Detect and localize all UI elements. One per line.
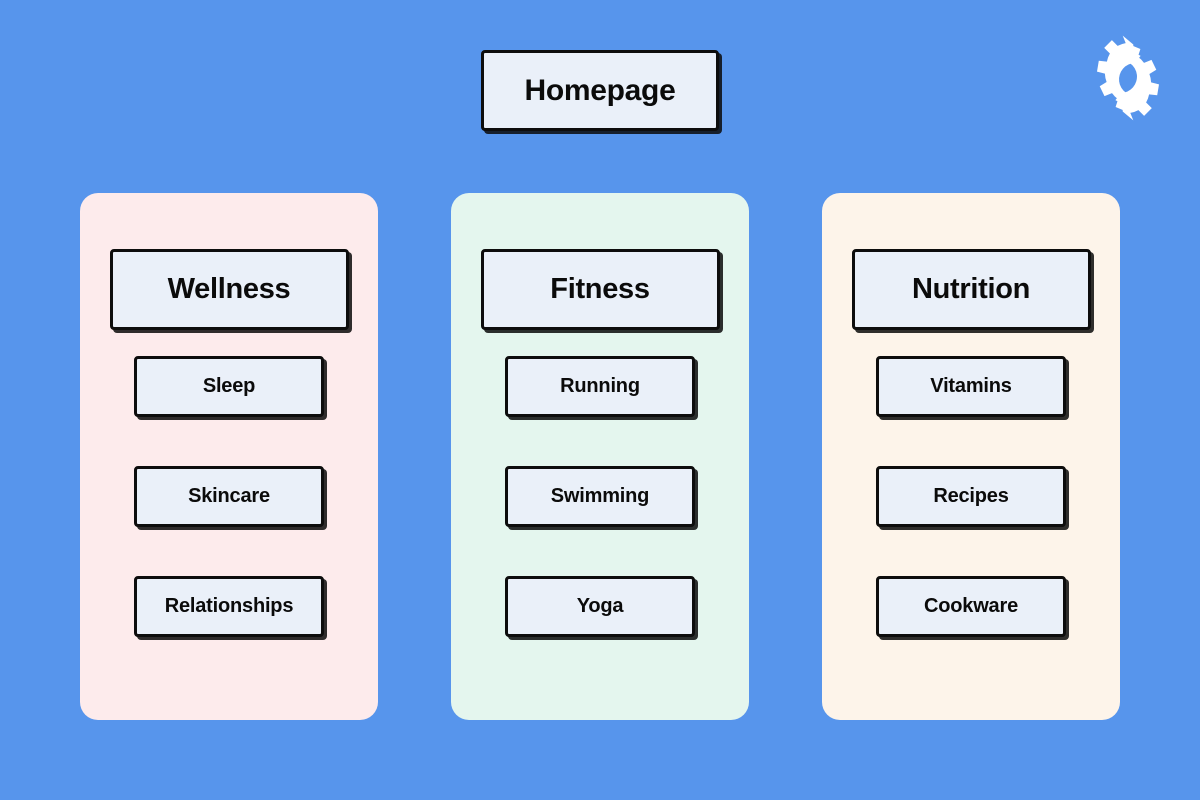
category-columns: Wellness Sleep Skincare Relationships Fi… <box>80 193 1120 720</box>
node-category-nutrition[interactable]: Nutrition <box>851 249 1091 330</box>
node-cookware[interactable]: Cookware <box>876 576 1066 637</box>
node-skincare[interactable]: Skincare <box>134 466 324 527</box>
node-yoga[interactable]: Yoga <box>505 576 695 637</box>
leaf-list-fitness: Running Swimming Yoga <box>505 356 695 637</box>
node-homepage-label: Homepage <box>524 73 676 107</box>
node-relationships-label: Relationships <box>164 595 294 617</box>
node-category-wellness-label: Wellness <box>167 273 291 305</box>
root-node-row: Homepage <box>0 50 1200 131</box>
node-category-nutrition-label: Nutrition <box>911 273 1031 305</box>
node-homepage[interactable]: Homepage <box>481 50 719 131</box>
column-fitness: Fitness Running Swimming Yoga <box>451 193 749 720</box>
node-vitamins[interactable]: Vitamins <box>876 356 1066 417</box>
node-running-label: Running <box>560 375 640 397</box>
node-relationships[interactable]: Relationships <box>134 576 324 637</box>
leaf-list-wellness: Sleep Skincare Relationships <box>134 356 324 637</box>
node-yoga-label: Yoga <box>576 595 624 617</box>
leaf-list-nutrition: Vitamins Recipes Cookware <box>876 356 1066 637</box>
node-category-fitness[interactable]: Fitness <box>480 249 720 330</box>
column-wellness: Wellness Sleep Skincare Relationships <box>80 193 378 720</box>
column-nutrition: Nutrition Vitamins Recipes Cookware <box>822 193 1120 720</box>
node-skincare-label: Skincare <box>188 485 270 507</box>
node-recipes-label: Recipes <box>933 485 1009 507</box>
interlocking-gears-logo <box>1078 28 1178 128</box>
node-vitamins-label: Vitamins <box>930 375 1012 397</box>
node-sleep[interactable]: Sleep <box>134 356 324 417</box>
node-recipes[interactable]: Recipes <box>876 466 1066 527</box>
node-running[interactable]: Running <box>505 356 695 417</box>
node-swimming[interactable]: Swimming <box>505 466 695 527</box>
node-sleep-label: Sleep <box>202 375 256 397</box>
node-category-wellness[interactable]: Wellness <box>109 249 349 330</box>
node-swimming-label: Swimming <box>550 485 650 507</box>
node-category-fitness-label: Fitness <box>550 273 650 305</box>
node-cookware-label: Cookware <box>924 595 1018 617</box>
